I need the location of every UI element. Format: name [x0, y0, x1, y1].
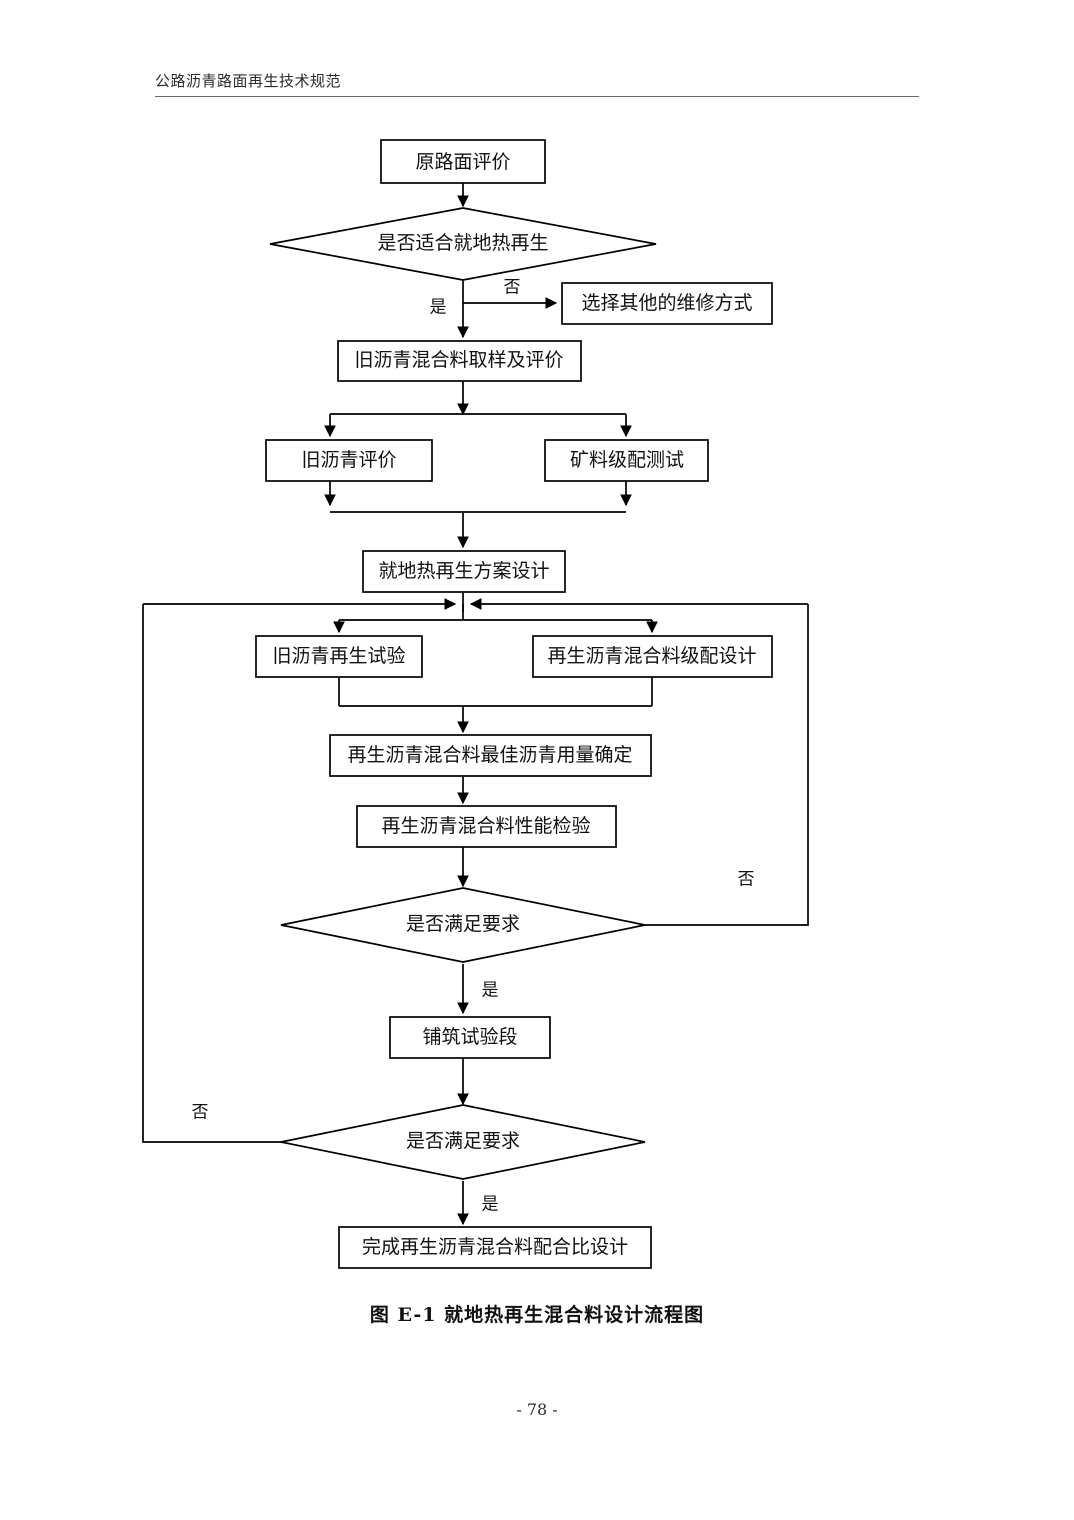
- node-label-d2: 是否满足要求: [406, 913, 520, 935]
- node-old-binder-recycling-test: [255, 635, 423, 678]
- figure-caption: 图 E-1 就地热再生混合料设计流程图: [369, 1304, 705, 1326]
- node-original-pavement-evaluation: [380, 139, 546, 184]
- node-label-n1: 原路面评价: [415, 151, 510, 173]
- node-label-n8: 再生沥青混合料级配设计: [547, 645, 756, 667]
- node-label-n4: 旧沥青评价: [301, 449, 396, 471]
- node-label-n3: 旧沥青混合料取样及评价: [354, 349, 563, 371]
- node-recycled-mixture-gradation-design: [532, 635, 773, 678]
- node-label-n10: 再生沥青混合料性能检验: [381, 815, 590, 837]
- node-trial-section-paving: [389, 1016, 551, 1059]
- node-aggregate-gradation-test: [544, 439, 709, 482]
- page-number: - 78 -: [516, 1400, 558, 1419]
- node-label-n11: 铺筑试验段: [422, 1026, 517, 1048]
- header-title: 公路沥青路面再生技术规范: [155, 72, 342, 90]
- node-label-d1: 是否适合就地热再生: [377, 232, 548, 254]
- node-decision-requirements-met-1: [280, 887, 646, 963]
- flowchart-svg: 原路面评价 是否适合就地热再生 选择其他的维修方式 旧沥青混合料取样及评价 旧沥…: [142, 139, 809, 1269]
- edge-d2-no-return: [645, 604, 809, 926]
- node-hot-in-place-scheme-design: [362, 550, 566, 593]
- edge-d3-no-return: [142, 604, 283, 1143]
- node-label-n6: 就地热再生方案设计: [378, 560, 549, 582]
- node-label-n12: 完成再生沥青混合料配合比设计: [362, 1236, 628, 1258]
- node-choose-other-maintenance: [561, 282, 773, 325]
- node-label-n2: 选择其他的维修方式: [581, 292, 752, 314]
- running-header: 公路沥青路面再生技术规范: [155, 72, 919, 97]
- node-complete-mix-design: [338, 1226, 652, 1269]
- edge-label-d3-yes: 是: [482, 1195, 499, 1215]
- edge-label-d2-yes: 是: [482, 981, 499, 1001]
- header-divider: [155, 95, 919, 97]
- node-recycled-mixture-performance-test: [356, 805, 617, 848]
- node-label-n9: 再生沥青混合料最佳沥青用量确定: [347, 744, 632, 766]
- flowchart-figure: 原路面评价 是否适合就地热再生 选择其他的维修方式 旧沥青混合料取样及评价 旧沥…: [142, 139, 809, 1269]
- node-decision-suitable-for-hot-in-place: [269, 207, 657, 281]
- node-old-binder-evaluation: [265, 439, 433, 482]
- node-label-n7: 旧沥青再生试验: [272, 645, 405, 667]
- node-optimum-binder-content: [329, 734, 652, 777]
- node-label-n5: 矿料级配测试: [570, 449, 684, 471]
- node-label-d3: 是否满足要求: [406, 1130, 520, 1152]
- node-decision-requirements-met-2: [280, 1104, 646, 1180]
- node-old-mixture-sampling-evaluation: [337, 340, 582, 382]
- edge-label-d3-no: 否: [192, 1103, 209, 1123]
- edge-label-d1-no: 否: [504, 278, 521, 298]
- edge-label-d2-no: 否: [738, 870, 755, 890]
- edge-label-d1-yes: 是: [430, 298, 447, 318]
